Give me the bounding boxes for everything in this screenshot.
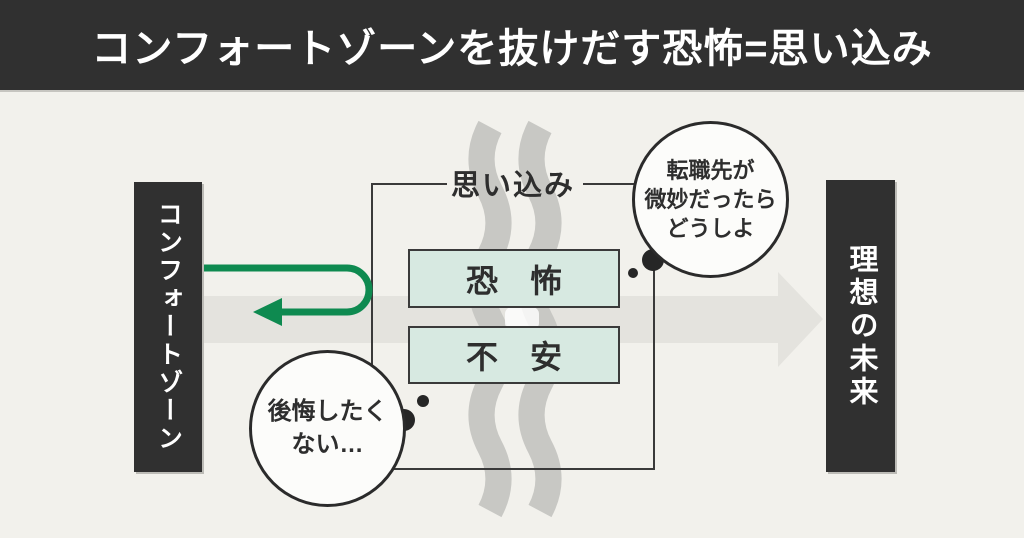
comfort-zone-panel: コンフォートゾーン [134, 182, 202, 472]
assumption-frame-label: 思い込み [450, 170, 576, 202]
return-arrowhead-icon [253, 298, 282, 326]
ideal-future-label: 理想の未来 [845, 243, 877, 409]
anxiety-box: 不安 [408, 326, 620, 384]
bubble-text-line: 微妙だったら [644, 186, 777, 212]
bubble-tail-dot-icon [417, 395, 429, 407]
fear-box: 恐怖 [408, 249, 620, 308]
header-bar: コンフォートゾーンを抜けだす恐怖=思い込み [0, 0, 1024, 90]
thought-bubble-top-right: 転職先が 微妙だったら どうしよ [632, 121, 789, 278]
page-title: コンフォートゾーンを抜けだす恐怖=思い込み [91, 27, 933, 71]
bubble-text-line: 転職先が [666, 157, 755, 183]
thought-bubble-bottom-left: 後悔したく ない… [249, 350, 406, 507]
comfort-zone-label: コンフォートゾーン [154, 201, 183, 453]
steam-wave-icon [468, 120, 512, 518]
bubble-text-line: どうしよ [666, 216, 755, 242]
ideal-future-panel: 理想の未来 [826, 180, 895, 472]
return-arrow-icon [201, 264, 373, 316]
bubble-text-line: 後悔したく [267, 398, 388, 426]
bubble-tail-dot-icon [628, 268, 638, 278]
fear-label: 恐怖 [465, 262, 594, 299]
highlight-mark [505, 307, 539, 330]
steam-wave-icon [518, 120, 562, 518]
anxiety-label: 不安 [465, 339, 594, 375]
bubble-text-line: ない… [291, 430, 364, 458]
